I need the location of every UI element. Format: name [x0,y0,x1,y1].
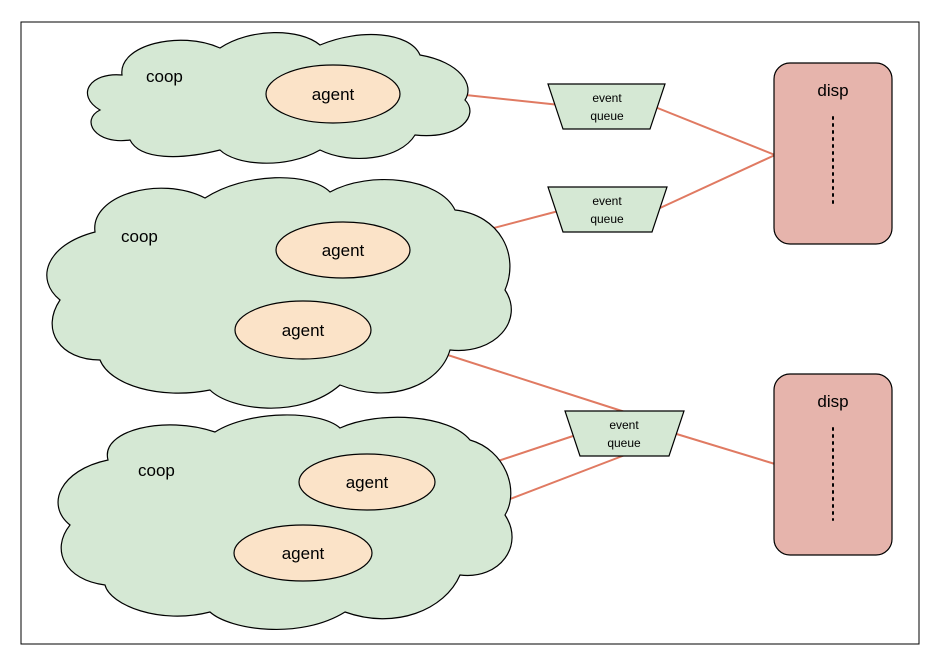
dispatcher-2[interactable]: disp [773,373,893,556]
agent-label: agent [282,321,325,340]
coop-cloud-2[interactable]: coop agent agent [46,177,512,409]
event-queue-shape [547,83,666,130]
event-queue-line2: queue [590,212,624,226]
dispatcher-1[interactable]: disp [773,62,893,245]
event-queue-line1: event [592,91,622,105]
event-queue-shape [547,186,668,233]
dispatcher-label: disp [817,81,848,100]
event-queue-line2: queue [590,109,624,123]
agent-node[interactable] [233,524,373,582]
agent-node[interactable] [234,300,372,360]
agent-label: agent [322,241,365,260]
dispatcher-label: disp [817,392,848,411]
event-queue-line1: event [592,194,622,208]
event-queue-line1: event [609,418,639,432]
connector-queue1-disp1 [649,104,776,156]
event-queue-2[interactable]: event queue [547,186,668,233]
coop-cloud-shape [57,414,513,631]
coop-cloud-1[interactable]: coop agent [87,32,471,164]
event-queue-1[interactable]: event queue [547,83,666,130]
connector-queue2-disp1 [659,154,776,209]
event-queue-line2: queue [607,436,641,450]
event-queue-3[interactable]: event queue [564,410,685,457]
event-queue-shape [564,410,685,457]
agent-label: agent [312,85,355,104]
agent-node[interactable] [275,221,411,279]
agent-node[interactable] [265,64,401,124]
agent-label: agent [346,473,389,492]
coop-cloud-3[interactable]: coop agent agent [57,414,513,631]
coop-label: coop [121,227,158,246]
coop-label: coop [138,461,175,480]
agent-node[interactable] [298,453,436,511]
agent-label: agent [282,544,325,563]
connector-queue3-disp2 [669,431,776,465]
coop-label: coop [146,67,183,86]
